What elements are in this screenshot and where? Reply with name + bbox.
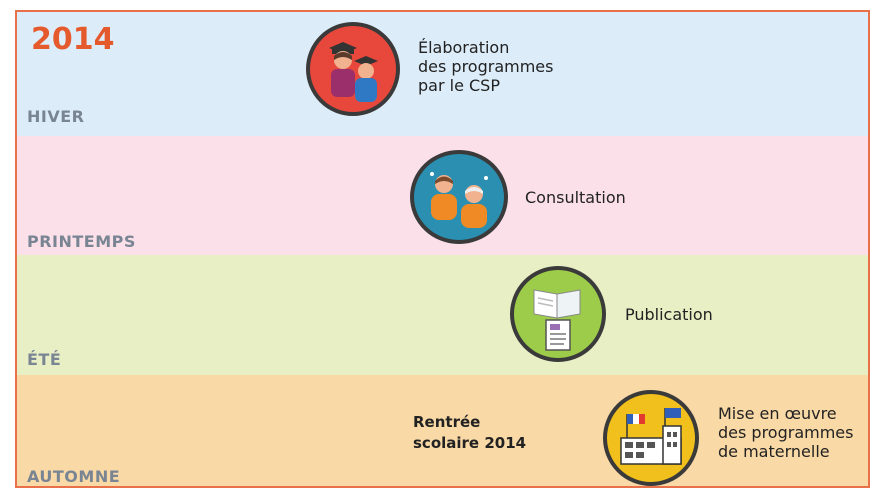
step-elaboration-label: Élaboration des programmes par le CSP	[418, 38, 554, 95]
school-building-icon	[603, 390, 699, 486]
band-automne	[17, 375, 868, 486]
step-publication-label: Publication	[625, 305, 713, 324]
band-hiver	[17, 12, 868, 136]
graduates-icon	[306, 22, 400, 116]
year-title: 2014	[31, 22, 115, 57]
rentree-label: Rentrée scolaire 2014	[413, 413, 527, 452]
step-mise-en-oeuvre-label: Mise en œuvre des programmes de maternel…	[718, 404, 854, 461]
season-printemps: PRINTEMPS	[27, 232, 136, 251]
season-hiver: HIVER	[27, 107, 85, 126]
people-discussion-icon	[410, 150, 508, 244]
step-consultation-label: Consultation	[525, 188, 626, 207]
book-document-icon	[510, 266, 606, 362]
band-ete	[17, 255, 868, 375]
season-automne: AUTOMNE	[27, 467, 121, 486]
season-ete: ÉTÉ	[27, 350, 62, 369]
